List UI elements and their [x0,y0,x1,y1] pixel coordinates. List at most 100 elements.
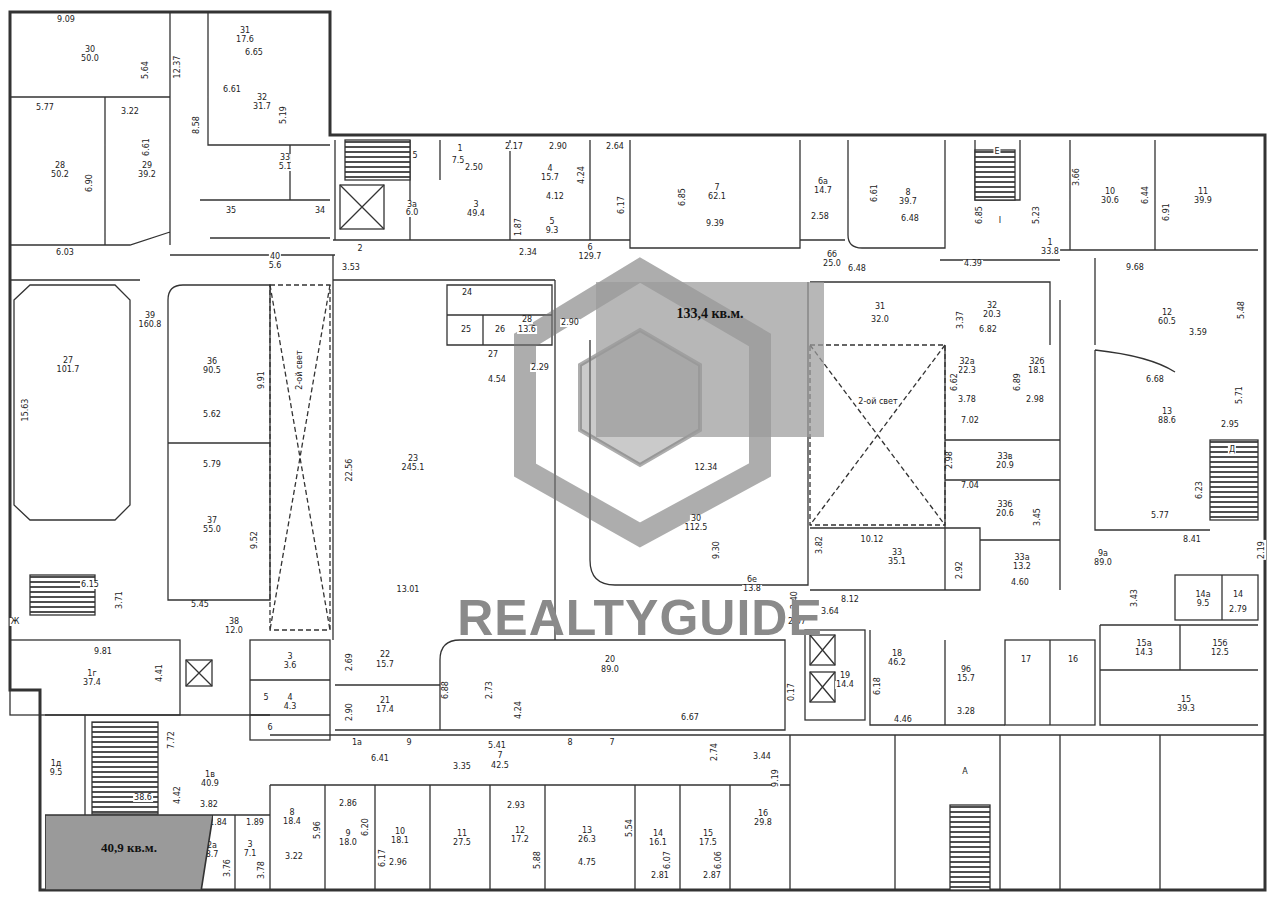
plan-label: 2-ой свет [296,349,304,390]
plan-label: 2.86 [338,800,358,808]
plan-label: 6.23 [1196,480,1204,500]
plan-label: 20.3 [982,311,1002,319]
plan-label: 2-ой свет [857,398,898,406]
plan-label: 3.53 [341,264,361,272]
plan-label: 2.17 [504,143,524,151]
plan-label: 13.2 [1012,563,1032,571]
plan-label: 50.2 [50,171,70,179]
plan-label: 2.92 [956,560,964,580]
area-fill [45,815,213,890]
plan-label: 8.12 [840,596,860,604]
plan-label: 5.54 [626,818,634,838]
plan-label: 14.3 [1134,649,1154,657]
plan-label: 3.82 [199,801,219,809]
plan-label: 7 [496,752,503,760]
plan-label: 2.34 [518,249,538,257]
plan-label: 13 [581,827,593,835]
plan-label: 2.98 [1025,396,1045,404]
plan-label: 20 [604,656,616,664]
plan-label: 10 [394,828,406,836]
plan-label: 8 [904,189,911,197]
plan-label: 17.2 [510,836,530,844]
plan-label: 32 [986,302,998,310]
plan-label: 30.6 [1100,197,1120,205]
plan-label: 9a [1097,550,1109,558]
plan-label: 6.61 [143,137,151,157]
plan-label: 6.91 [1163,202,1171,222]
plan-label: 6.68 [1145,376,1165,384]
plan-label: 6.17 [618,195,626,215]
plan-label: 25 [460,326,472,334]
plan-label: 3.59 [1188,329,1208,337]
plan-label: 5.77 [1150,512,1170,520]
plan-label: 32.0 [870,316,890,324]
plan-label: 6.17 [379,848,387,868]
plan-label: 19 [839,672,851,680]
plan-label: 29 [141,162,153,170]
watermark: REALTYGUIDE [456,593,824,643]
plan-label: 10 [1104,188,1116,196]
plan-label: 14a [1194,591,1211,599]
plan-label: 2.73 [486,680,494,700]
plan-label: 5.79 [202,461,222,469]
plan-label: 6.03 [55,249,75,257]
plan-label: 9.91 [258,370,266,390]
plan-label: 4.12 [545,193,565,201]
plan-label: 3.78 [957,396,977,404]
plan-label: 6.48 [847,265,867,273]
plan-label: 4.75 [577,859,597,867]
plan-label: 9.3 [545,227,560,235]
plan-label: 13.8 [742,585,762,593]
plan-label: 1.89 [245,819,265,827]
plan-label: 5 [262,694,269,702]
plan-label: 3 [286,653,293,661]
plan-label: 3.35 [452,763,472,771]
plan-label: 2.74 [711,742,719,762]
plan-label: 4.41 [156,663,164,683]
plan-label: 9.68 [1125,264,1145,272]
plan-label: 12.37 [174,55,182,80]
plan-label: 7.72 [168,730,176,750]
plan-label: 39.2 [137,171,157,179]
plan-label: 50.0 [80,55,100,63]
plan-label: 3.71 [116,590,124,610]
plan-label: 1 [1046,239,1053,247]
plan-label: 39.9 [1193,197,1213,205]
plan-label: 3.66 [1073,167,1081,187]
plan-label: 6.06 [715,850,723,870]
plan-label: 90.5 [202,367,222,375]
plan-label: 160.8 [138,321,163,329]
plan-label: 32a [958,358,975,366]
plan-label: 15.7 [956,675,976,683]
plan-label: 6a [817,178,829,186]
plan-label: 32б [1028,358,1045,366]
plan-label: 37 [206,517,218,525]
plan-label: 38 [228,618,240,626]
plan-label: 6.65 [244,49,264,57]
plan-label: 2.90 [346,702,354,722]
plan-label: 33б [996,501,1013,509]
plan-label: 55.0 [202,526,222,534]
plan-label: 4.24 [515,700,523,720]
plan-label: 6.07 [664,850,672,870]
plan-label: 6.48 [900,215,920,223]
plan-label: 2.87 [702,872,722,880]
plan-label: 5.41 [487,742,507,750]
plan-label: 5.6 [268,262,283,270]
plan-label: 6.67 [680,714,700,722]
plan-label: 4.54 [487,376,507,384]
plan-label: 17.6 [235,36,255,44]
plan-label: 12.34 [694,464,719,472]
plan-label: 16.1 [648,839,668,847]
plan-label: 15.7 [540,174,560,182]
plan-label: 33 [891,549,903,557]
plan-label: 35 [225,207,237,215]
plan-label: 5.23 [1033,205,1041,225]
plan-label: 13.01 [396,586,421,594]
plan-label: 1в [204,771,216,779]
plan-label: 3.37 [957,310,965,330]
plan-label: 7.04 [960,482,980,490]
plan-label: A [961,768,968,776]
plan-label: 5.96 [314,820,322,840]
plan-label: 37.4 [82,679,102,687]
